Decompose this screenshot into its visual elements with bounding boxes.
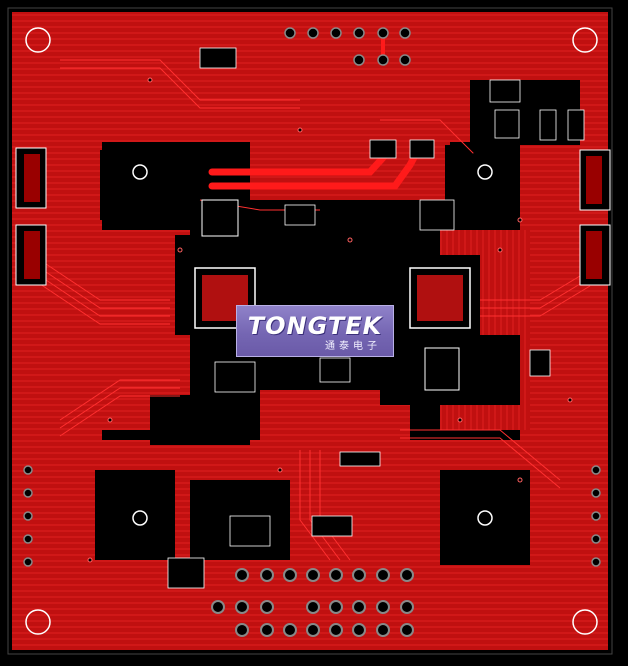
logo-subtitle-text: 通泰电子 [325,341,381,352]
vias [87,77,573,563]
smd-components [167,47,585,589]
connector-header-icon [579,224,611,286]
connector-header-icon [15,147,47,209]
mounting-hole-icon [25,27,51,53]
chip-icon [424,347,460,391]
bottom-header-grid [211,568,414,637]
edge-pin-column-right [591,465,601,567]
edge-pin-column-left [23,465,33,567]
connector-header-icon [15,224,47,286]
mounting-hole-icon [572,27,598,53]
mounting-hole-icon [118,496,162,540]
tongtek-logo: TONGTEK 通泰电子 [236,305,394,357]
mounting-hole-icon [118,150,162,194]
chip-icon [409,267,471,329]
mounting-hole-icon [463,150,507,194]
mounting-holes [25,27,598,635]
mounting-hole-icon [572,609,598,635]
logo-brand-text: TONGTEK [247,312,383,340]
chip-icon [201,199,239,237]
mounting-hole-icon [463,496,507,540]
mounting-hole-icon [25,609,51,635]
top-header-pads [284,27,411,66]
connector-header-icon [579,149,611,211]
